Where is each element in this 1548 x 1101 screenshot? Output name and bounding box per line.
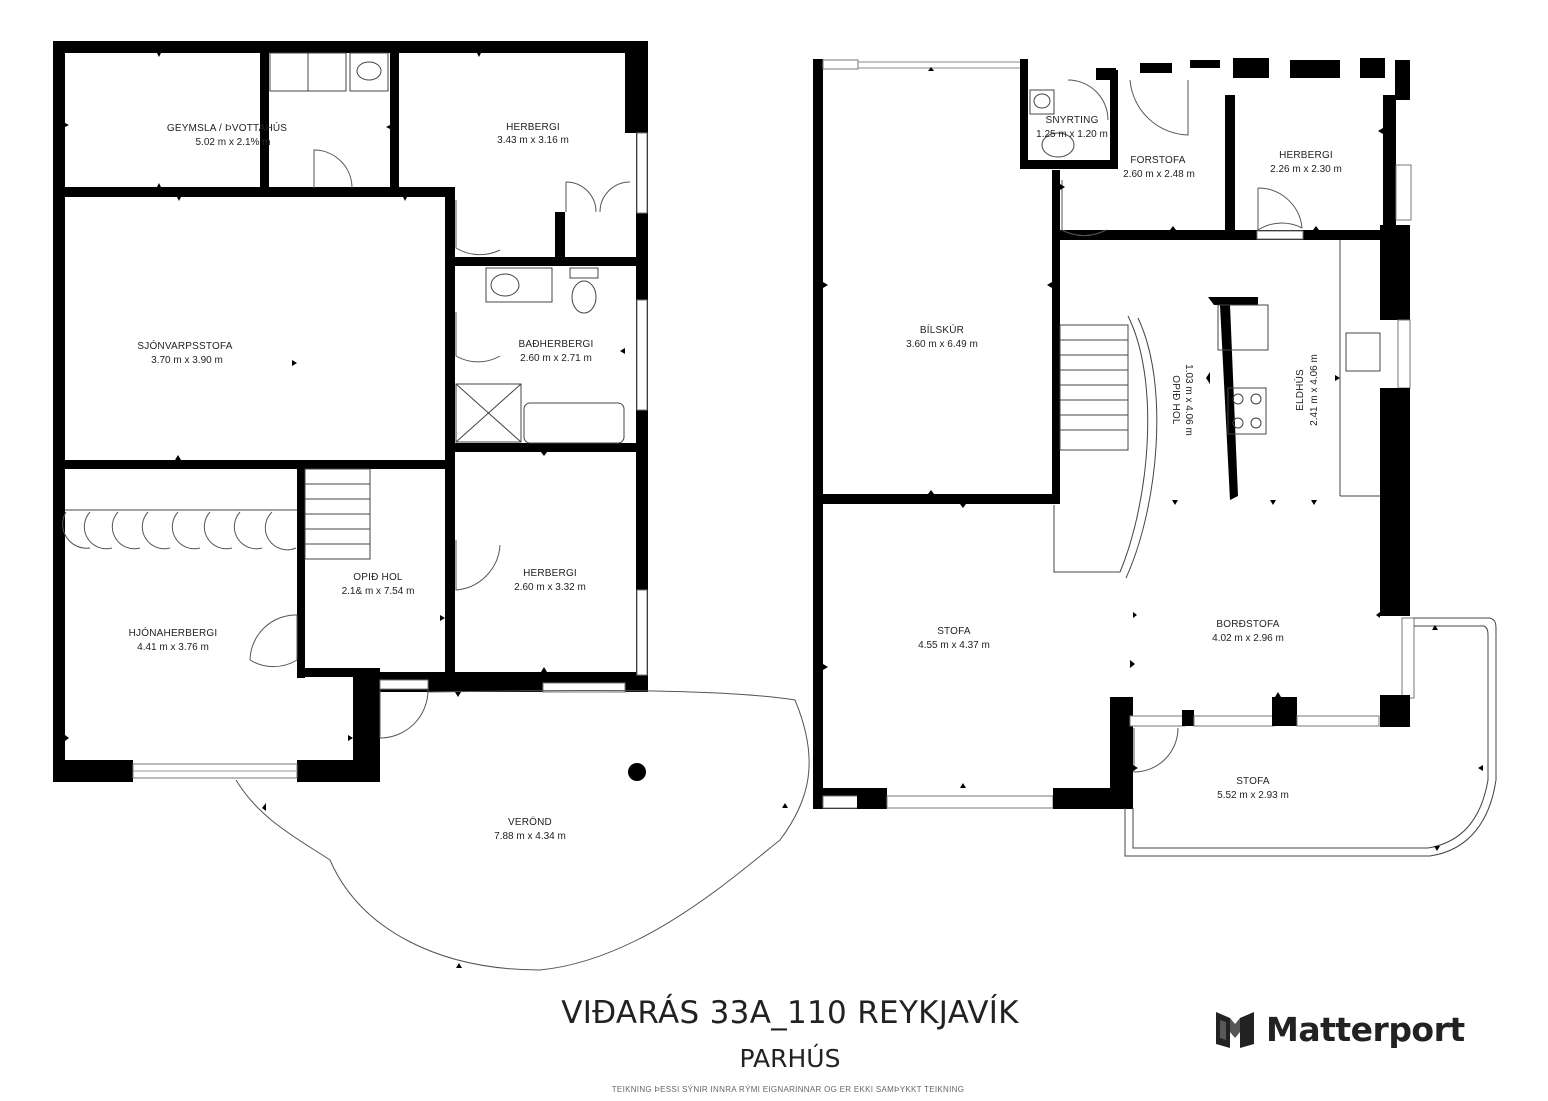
room-label-forstofa: FORSTOFA (1130, 155, 1185, 166)
matterport-wordmark: Matterport (1266, 1010, 1465, 1049)
room-label-stofa-2: STOFA (1236, 776, 1270, 787)
room-dims-snyrting: 1.25 m x 1.20 m (1036, 129, 1108, 140)
room-dims-stofa-2: 5.52 m x 2.93 m (1217, 790, 1289, 801)
room-dims-verond: 7.88 m x 4.34 m (494, 831, 566, 842)
room-label-eldhus: ELDHÚS (1293, 369, 1306, 411)
matterport-logo-icon (1214, 1008, 1256, 1050)
room-label-herbergi-1: HERBERGI (506, 122, 560, 133)
room-dims-forstofa: 2.60 m x 2.48 m (1123, 169, 1195, 180)
room-dims-stofa-1: 4.55 m x 4.37 m (918, 640, 990, 651)
room-label-opid-hol-2: OPIÐ HOL (1170, 375, 1181, 425)
lower-floor (53, 41, 809, 970)
room-dims-eldhus: 2.41 m x 4.06 m (1309, 354, 1320, 426)
room-dims-sjonvarpsstofa: 3.70 m x 3.90 m (151, 355, 223, 366)
room-label-stofa-1: STOFA (937, 626, 971, 637)
room-label-snyrting: SNYRTING (1045, 115, 1098, 126)
room-dims-hjonaherbergi: 4.41 m x 3.76 m (137, 642, 209, 653)
room-label-opid-hol-1: OPIÐ HOL (353, 572, 403, 583)
room-dims-geymsla: 5.02 m x 2.1% m (195, 137, 270, 148)
disclaimer-text: TEIKNING ÞESSI SÝNIR INNRA RÝMI EIGNARIN… (0, 1085, 1548, 1094)
room-label-herbergi-3: HERBERGI (1279, 150, 1333, 161)
matterport-brand: Matterport (1214, 1008, 1465, 1050)
room-label-herbergi-2: HERBERGI (523, 568, 577, 579)
room-label-bordstofa: BORÐSTOFA (1216, 619, 1279, 630)
room-label-bilskur: BÍLSKÚR (920, 323, 964, 336)
room-label-sjonvarpsstofa: SJÓNVARPSSTOFA (137, 339, 232, 352)
room-label-geymsla: GEYMSLA / ÞVOTTAHÚS (167, 121, 287, 134)
room-dims-bilskur: 3.60 m x 6.49 m (906, 339, 978, 350)
room-label-hjonaherbergi: HJÓNAHERBERGI (129, 626, 218, 639)
room-dims-opid-hol-1: 2.1& m x 7.54 m (342, 586, 415, 597)
room-dims-herbergi-3: 2.26 m x 2.30 m (1270, 164, 1342, 175)
room-dims-opid-hol-2: 1.03 m x 4.06 m (1183, 364, 1194, 436)
room-dims-bordstofa: 4.02 m x 2.96 m (1212, 633, 1284, 644)
room-label-verond: VERÖND (508, 816, 552, 828)
room-dims-herbergi-1: 3.43 m x 3.16 m (497, 135, 569, 146)
room-dims-badherbergi: 2.60 m x 2.71 m (520, 353, 592, 364)
room-label-badherbergi: BAÐHERBERGI (519, 339, 594, 350)
room-dims-herbergi-2: 2.60 m x 3.32 m (514, 582, 586, 593)
